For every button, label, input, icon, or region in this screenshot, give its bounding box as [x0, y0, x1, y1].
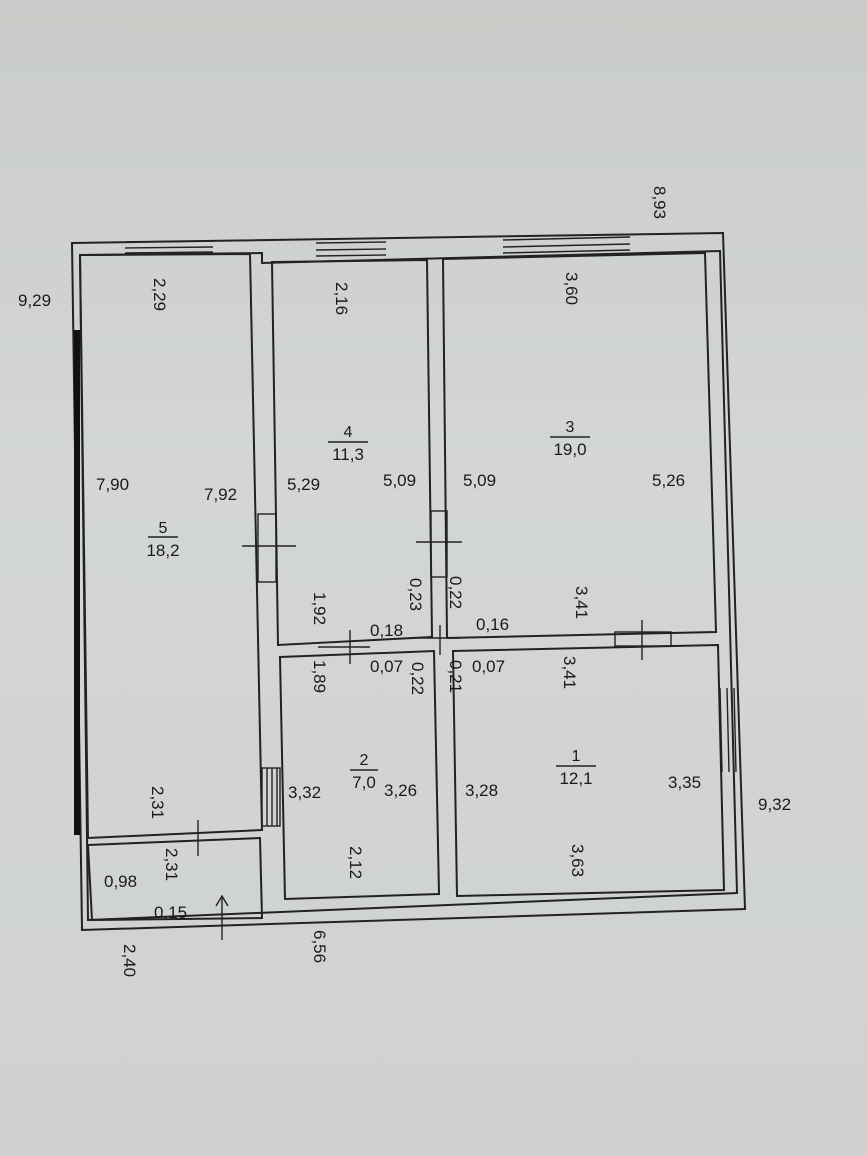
- door-room2-radiator: [261, 767, 281, 827]
- room-2-area: 7,0: [352, 773, 376, 792]
- window-left-wall: [74, 330, 80, 835]
- room-3-top-dim: 3,60: [562, 272, 581, 305]
- window-top-2: [315, 241, 387, 257]
- door-room4-room3: [416, 510, 462, 578]
- vestibule-length-dim: 2,31: [162, 848, 181, 881]
- corridor-dim-0-18: 0,18: [370, 621, 403, 640]
- room-5-bottom-dim: 2,31: [148, 786, 167, 819]
- room-1-right-dim: 3,35: [668, 773, 701, 792]
- room-1-top-dim: 3,41: [560, 656, 579, 689]
- room-1-bottom-dim: 3,63: [568, 844, 587, 877]
- room-4-area: 11,3: [332, 445, 364, 464]
- overall-right-dim: 9,32: [758, 795, 791, 814]
- room-3-bottom-dim: 3,41: [572, 586, 591, 619]
- room-2-outline: [278, 649, 441, 901]
- overall-top-dim: 8,93: [650, 186, 669, 219]
- room-4-number: 4: [344, 424, 353, 441]
- door-room5-room4: [242, 513, 296, 583]
- room-5-outline: [78, 252, 264, 840]
- room-3-number: 3: [566, 419, 575, 436]
- corridor-dim-0-23: 0,23: [406, 578, 425, 611]
- room-2-top-dim: 1,89: [310, 660, 329, 693]
- room-5-left-dim: 7,90: [96, 475, 129, 494]
- room-2-left-dim: 3,32: [288, 783, 321, 802]
- room-3-left-dim: 5,09: [463, 471, 496, 490]
- corridor-dim-0-22-top: 0,22: [446, 576, 465, 609]
- overall-bottom-left-dim: 2,40: [120, 944, 139, 977]
- room-3-right-dim: 5,26: [652, 471, 685, 490]
- room-1-left-dim: 3,28: [465, 781, 498, 800]
- outer-wall-inner: [78, 249, 739, 922]
- overall-bottom-dim: 6,56: [310, 930, 329, 963]
- window-top-1: [124, 240, 214, 254]
- room-3-area: 19,0: [553, 440, 586, 459]
- overall-left-dim: 9,29: [18, 291, 51, 310]
- vestibule-width-dim: 0,98: [104, 872, 137, 891]
- vestibule-wall-dim: 0,15: [154, 903, 187, 922]
- corridor-dim-0-07-right: 0,07: [472, 657, 505, 676]
- window-top-3: [502, 236, 631, 254]
- room-5-number: 5: [159, 520, 168, 537]
- corridor-dim-0-16: 0,16: [476, 615, 509, 634]
- corridor-dim-0-07-left: 0,07: [370, 657, 403, 676]
- room-2-number: 2: [360, 752, 369, 769]
- room-2-bottom-dim: 2,12: [346, 846, 365, 879]
- room-4-top-dim: 2,16: [332, 282, 351, 315]
- door-room3-room1: [614, 620, 672, 660]
- room-1-number: 1: [572, 748, 581, 765]
- room-1-area: 12,1: [559, 769, 592, 788]
- corridor-dim-0-22-bottom: 0,22: [408, 662, 427, 695]
- room-5-right-dim: 7,92: [204, 485, 237, 504]
- room-4-right-dim: 5,09: [383, 471, 416, 490]
- room-2-right-dim: 3,26: [384, 781, 417, 800]
- room-5-area: 18,2: [146, 541, 179, 560]
- entrance-arrow-icon: [215, 894, 229, 940]
- corridor-dim-0-21: 0,21: [446, 660, 465, 693]
- room-4-left-dim: 5,29: [287, 475, 320, 494]
- room-5-top-dim: 2,29: [150, 278, 169, 311]
- corridor-junction: [318, 625, 460, 664]
- room-4-bottom-dim: 1,92: [310, 592, 329, 625]
- vestibule-outline: [86, 836, 264, 922]
- room-1-outline: [451, 643, 726, 898]
